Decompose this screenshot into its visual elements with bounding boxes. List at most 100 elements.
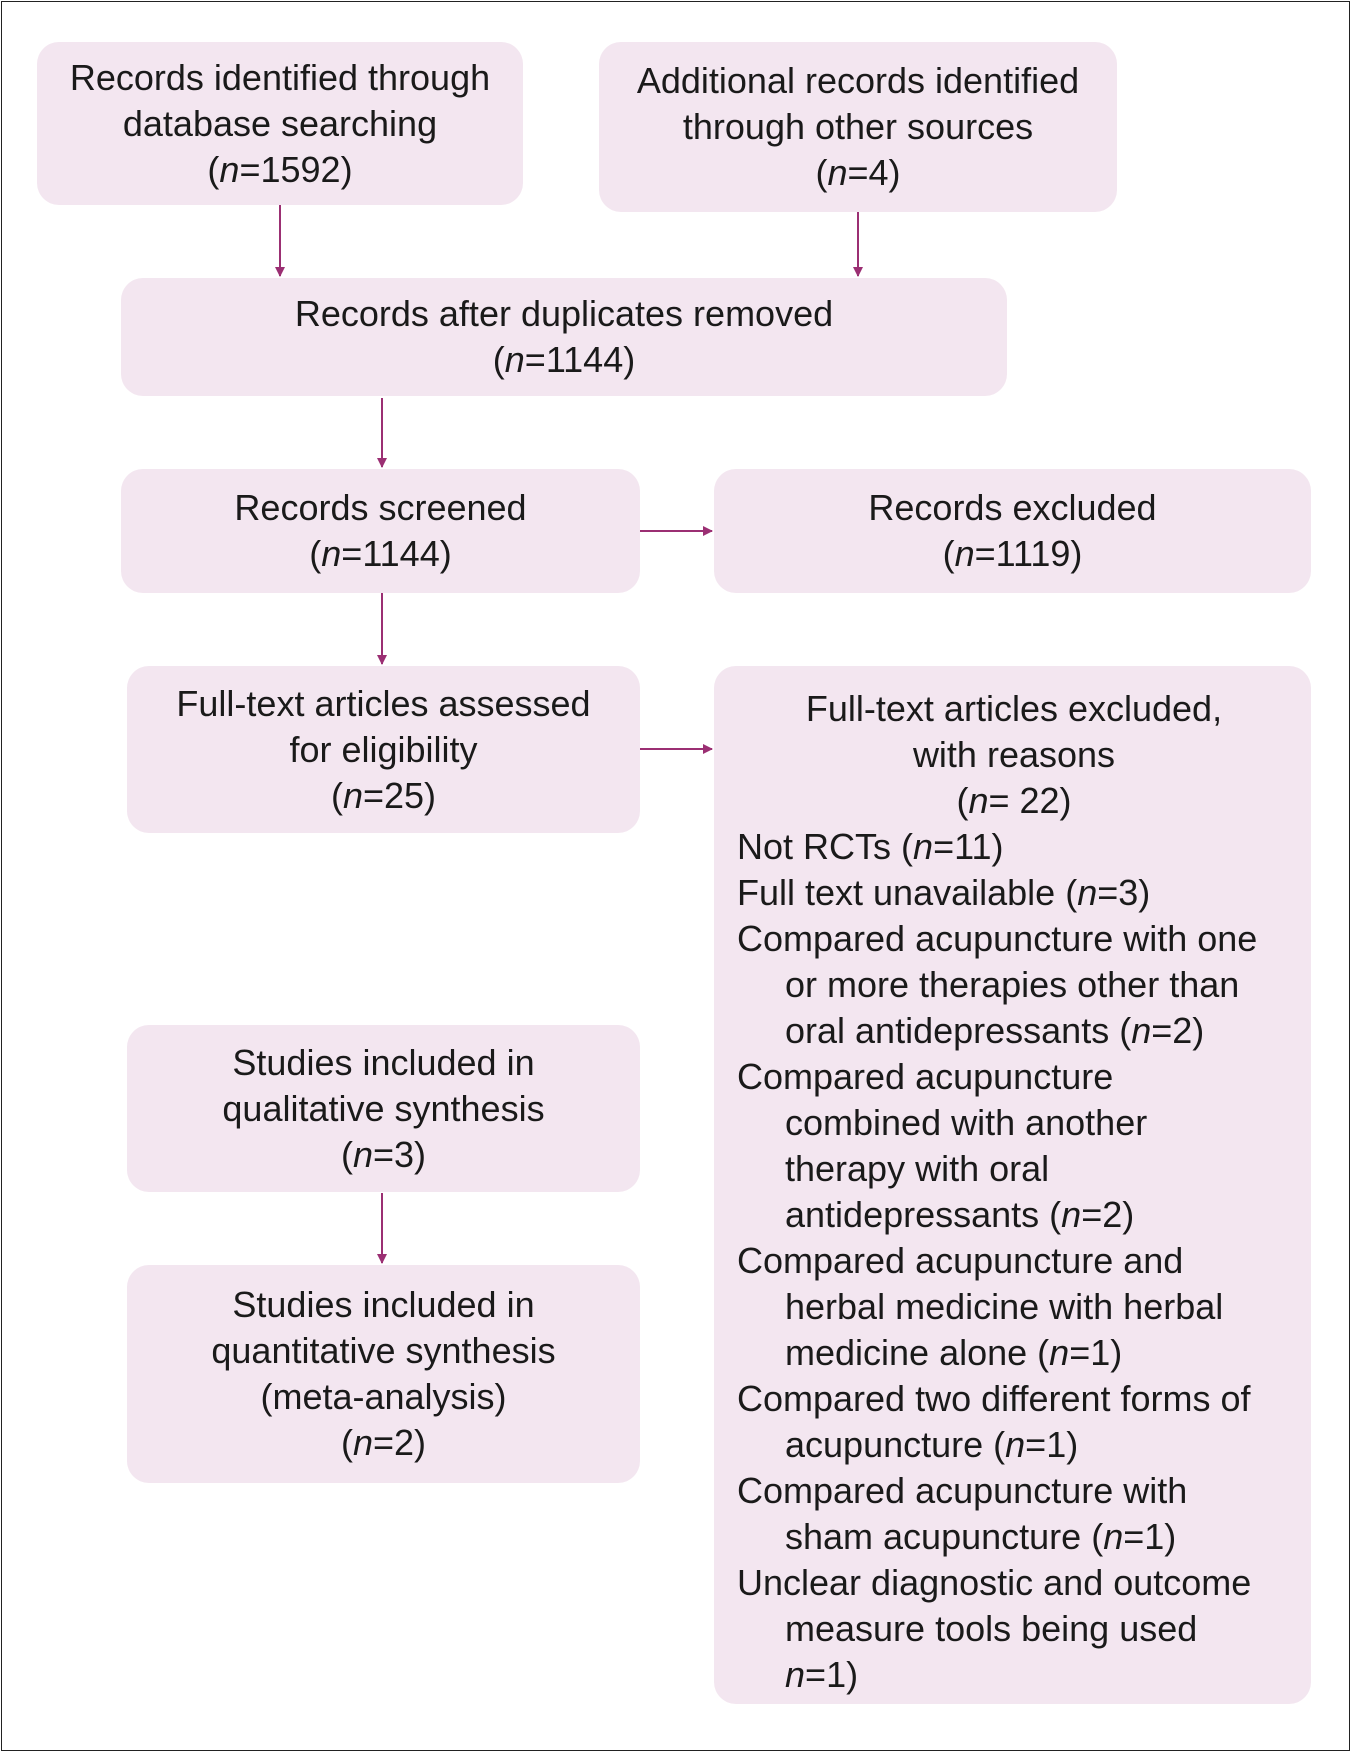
box-count: (n=1119) bbox=[942, 533, 1083, 574]
box-count: (n=25) bbox=[330, 774, 437, 816]
exclusion-reason: Compared acupuncture and herbal medicine … bbox=[737, 1238, 1291, 1376]
reason-count: 1 bbox=[826, 1654, 847, 1695]
reason-text: acupuncture bbox=[785, 1424, 984, 1465]
n-symbol: n bbox=[504, 339, 525, 380]
reason-text-line: Compared acupuncture bbox=[737, 1056, 1114, 1097]
reason-text-line: measure tools being used bbox=[785, 1608, 1198, 1649]
box-label-line: qualitative synthesis bbox=[222, 1087, 545, 1129]
exclusion-reason: Full text unavailable (n=3) bbox=[737, 870, 1291, 916]
count-value: 4 bbox=[868, 152, 889, 193]
box-count: (n= 22) bbox=[956, 780, 1072, 821]
reason-text: Not RCTs bbox=[737, 826, 892, 867]
box-label-line: Full-text articles assessed bbox=[176, 682, 591, 724]
reason-text-line: Compared acupuncture with bbox=[737, 1470, 1188, 1511]
reason-text: antidepressants bbox=[785, 1194, 1040, 1235]
reason-count: 11 bbox=[954, 826, 992, 867]
box-count: (n=2) bbox=[340, 1422, 427, 1463]
count-value: 25 bbox=[384, 774, 425, 816]
box-label-line: with reasons bbox=[912, 734, 1116, 775]
box-count: (n=4) bbox=[815, 152, 901, 193]
box-label-line: for eligibility bbox=[289, 728, 478, 770]
box-label-line: Records excluded bbox=[868, 487, 1157, 528]
box-label-line: (meta-analysis) bbox=[260, 1376, 507, 1417]
n-symbol: n bbox=[321, 533, 342, 574]
box-label-line: through other sources bbox=[682, 106, 1034, 147]
count-value: 1144 bbox=[362, 533, 440, 574]
n-symbol: n bbox=[1103, 1516, 1124, 1557]
box-count: (n=1144) bbox=[309, 533, 452, 574]
count-value: 3 bbox=[394, 1133, 415, 1175]
exclusion-reason: Compared two different forms of acupunctu… bbox=[737, 1376, 1291, 1468]
reason-text: Full text unavailable bbox=[737, 872, 1056, 913]
n-symbol: n bbox=[913, 826, 934, 867]
reason-text-line: n=1) bbox=[785, 1654, 859, 1695]
box-label-line: Additional records identified bbox=[636, 60, 1080, 101]
box-label-line: Studies included in bbox=[232, 1041, 535, 1083]
box-label-line: Studies included in bbox=[232, 1284, 535, 1325]
box-count: (n=3) bbox=[340, 1133, 427, 1175]
n-symbol: n bbox=[1049, 1332, 1070, 1373]
box-other-sources-records: Additional records identified through oth… bbox=[599, 42, 1117, 212]
reason-text-line: sham acupuncture (n=1) bbox=[785, 1516, 1177, 1557]
reason-text-line: Compared two different forms of bbox=[737, 1378, 1251, 1419]
reason-count: 3 bbox=[1118, 872, 1139, 913]
reason-text-line: Unclear diagnostic and outcome bbox=[737, 1562, 1252, 1603]
box-heading: Full-text articles excluded, with reasons… bbox=[737, 686, 1291, 824]
box-label-line: database searching bbox=[122, 102, 438, 144]
box-label-line: quantitative synthesis bbox=[211, 1330, 556, 1371]
n-symbol: n bbox=[1131, 1010, 1152, 1051]
box-records-excluded: Records excluded (n=1119) bbox=[714, 469, 1311, 593]
count-value: 2 bbox=[394, 1422, 415, 1463]
n-symbol: n bbox=[219, 148, 240, 190]
reason-text-line: acupuncture (n=1) bbox=[785, 1424, 1079, 1465]
reason-text-line: or more therapies other than bbox=[785, 964, 1240, 1005]
n-symbol: n bbox=[827, 152, 848, 193]
n-symbol: n bbox=[1077, 872, 1098, 913]
n-symbol: n bbox=[968, 780, 989, 821]
reason-count: 1 bbox=[1046, 1424, 1067, 1465]
reason-text-line: combined with another bbox=[785, 1102, 1148, 1143]
reason-count: 1 bbox=[1090, 1332, 1111, 1373]
box-count: (n=1144) bbox=[492, 339, 636, 380]
reason-text: sham acupuncture bbox=[785, 1516, 1082, 1557]
box-fulltext-excluded: Full-text articles excluded, with reasons… bbox=[714, 666, 1311, 1704]
exclusion-reason: Compared acupuncture combined with anothe… bbox=[737, 1054, 1291, 1238]
box-label-line: Records screened bbox=[234, 487, 527, 528]
reason-text: oral antidepressants bbox=[785, 1010, 1110, 1051]
n-symbol: n bbox=[352, 1422, 373, 1463]
reason-count: 2 bbox=[1102, 1194, 1123, 1235]
exclusion-reason: Compared acupuncture with one or more the… bbox=[737, 916, 1291, 1054]
n-symbol: n bbox=[785, 1654, 806, 1695]
count-value: 1592 bbox=[260, 148, 341, 190]
reason-count: 2 bbox=[1172, 1010, 1193, 1051]
box-label-line: Records identified through bbox=[69, 56, 491, 98]
reason-text: medicine alone bbox=[785, 1332, 1028, 1373]
exclusion-reason: Unclear diagnostic and outcome measure to… bbox=[737, 1560, 1291, 1698]
reason-text-line: antidepressants (n=2) bbox=[785, 1194, 1135, 1235]
reason-text-line: herbal medicine with herbal bbox=[785, 1286, 1224, 1327]
box-quantitative-synthesis: Studies included in quantitative synthesi… bbox=[127, 1265, 640, 1483]
count-value: 1119 bbox=[995, 533, 1071, 574]
count-value: 22 bbox=[1019, 780, 1060, 821]
reason-text-line: oral antidepressants (n=2) bbox=[785, 1010, 1205, 1051]
n-symbol: n bbox=[342, 774, 363, 816]
n-symbol: n bbox=[1061, 1194, 1082, 1235]
exclusion-reason: Compared acupuncture with sham acupunctur… bbox=[737, 1468, 1291, 1560]
reason-text-line: Compared acupuncture and bbox=[737, 1240, 1184, 1281]
reason-text-line: medicine alone (n=1) bbox=[785, 1332, 1123, 1373]
n-symbol: n bbox=[352, 1133, 373, 1175]
box-label-line: Full-text articles excluded, bbox=[805, 688, 1223, 729]
box-label-line: Records after duplicates removed bbox=[294, 293, 834, 334]
box-count: (n=1592) bbox=[207, 148, 353, 190]
exclusion-reason: Not RCTs (n=11) bbox=[737, 824, 1291, 870]
box-duplicates-removed: Records after duplicates removed (n=1144) bbox=[121, 278, 1007, 396]
reason-text-line: Not RCTs (n=11) bbox=[737, 826, 1004, 867]
n-symbol: n bbox=[954, 533, 975, 574]
reason-text-line: Full text unavailable (n=3) bbox=[737, 872, 1151, 913]
reason-text-line: therapy with oral bbox=[785, 1148, 1050, 1189]
reason-text-line: Compared acupuncture with one bbox=[737, 918, 1258, 959]
